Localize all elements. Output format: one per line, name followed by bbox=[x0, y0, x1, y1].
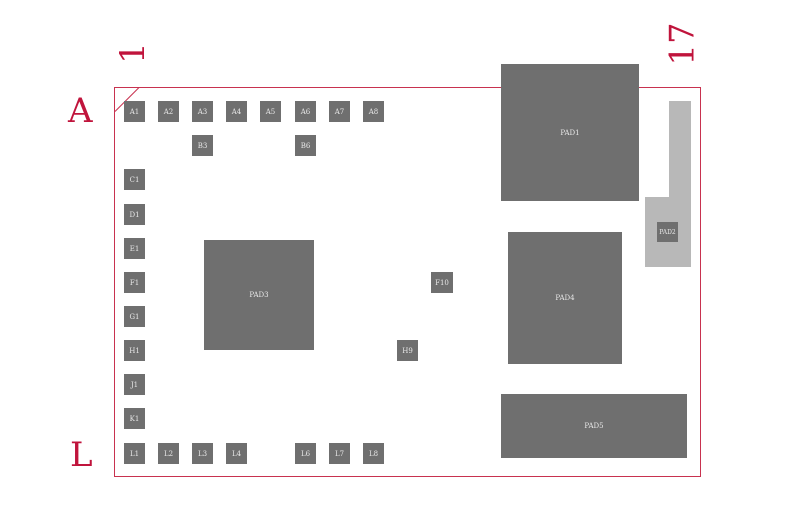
pad-F1: F1 bbox=[124, 272, 145, 293]
pad-H1: H1 bbox=[124, 340, 145, 361]
pad-A4: A4 bbox=[226, 101, 247, 122]
pad-E1: E1 bbox=[124, 238, 145, 259]
pad-A2: A2 bbox=[158, 101, 179, 122]
pad-A3: A3 bbox=[192, 101, 213, 122]
pad-B6: B6 bbox=[295, 135, 316, 156]
pad-PAD4: PAD4 bbox=[508, 232, 622, 364]
pad-H9: H9 bbox=[397, 340, 418, 361]
pad-PAD1: PAD1 bbox=[501, 64, 639, 201]
pad-L3: L3 bbox=[192, 443, 213, 464]
pad-A8: A8 bbox=[363, 101, 384, 122]
pad-B3: B3 bbox=[192, 135, 213, 156]
pad-L7: L7 bbox=[329, 443, 350, 464]
pad-G1: G1 bbox=[124, 306, 145, 327]
pad-C1: C1 bbox=[124, 169, 145, 190]
row-label-first: A bbox=[68, 91, 93, 131]
col-label-last: 17 bbox=[662, 22, 703, 66]
pad-F10: F10 bbox=[431, 272, 453, 293]
pad-PAD3: PAD3 bbox=[204, 240, 314, 350]
pad-L8: L8 bbox=[363, 443, 384, 464]
pad-J1: J1 bbox=[124, 374, 145, 395]
pad-PAD2: PAD2 bbox=[657, 222, 678, 242]
pad-A5: A5 bbox=[260, 101, 281, 122]
pad-A6: A6 bbox=[295, 101, 316, 122]
package-outline bbox=[114, 87, 701, 477]
pad-L4: L4 bbox=[226, 443, 247, 464]
col-label-first: 1 bbox=[112, 42, 153, 64]
pad-L6: L6 bbox=[295, 443, 316, 464]
pad-L1: L1 bbox=[124, 443, 145, 464]
pad-A1: A1 bbox=[124, 101, 145, 122]
row-label-last: L bbox=[70, 435, 93, 475]
pad-D1: D1 bbox=[124, 204, 145, 225]
pad-PAD5: PAD5 bbox=[501, 394, 687, 458]
pad-A7: A7 bbox=[329, 101, 350, 122]
pad-L2: L2 bbox=[158, 443, 179, 464]
pad-K1: K1 bbox=[124, 408, 145, 429]
